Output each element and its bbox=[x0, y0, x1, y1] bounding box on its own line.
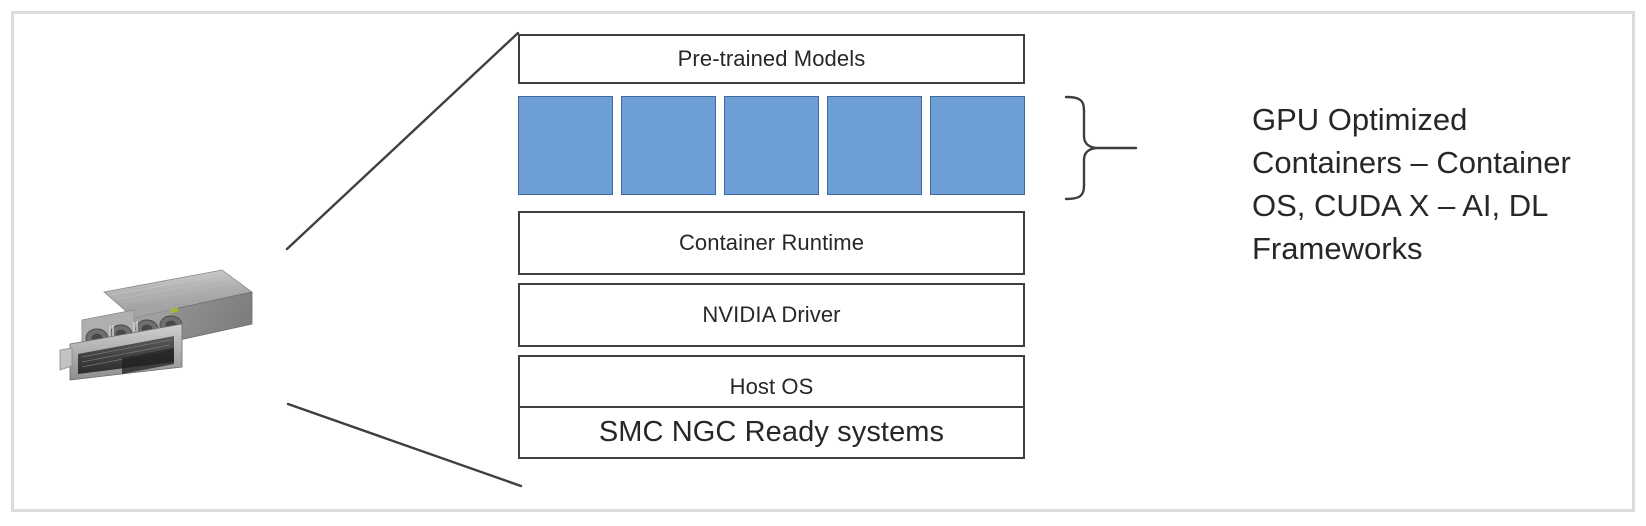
container-square-4[interactable] bbox=[827, 96, 922, 195]
connector-line-top bbox=[285, 31, 520, 251]
server-handle bbox=[59, 347, 73, 371]
annotation-text-block: GPU Optimized Containers – Container OS,… bbox=[1252, 98, 1612, 270]
server-chassis-image bbox=[59, 269, 253, 381]
connector-line-bottom bbox=[286, 402, 523, 488]
annotation-line-2: Containers – Container bbox=[1252, 145, 1571, 180]
stack-box-label: SMC NGC Ready systems bbox=[598, 416, 945, 448]
annotation-line-4: Frameworks bbox=[1252, 231, 1423, 266]
container-square-5[interactable] bbox=[930, 96, 1025, 195]
stack-box-label: Host OS bbox=[729, 374, 814, 399]
stack-box-pre-trained-models[interactable]: Pre-trained Models bbox=[518, 34, 1025, 84]
stack-box-label: Pre-trained Models bbox=[677, 46, 866, 71]
annotation-line-3: OS, CUDA X – AI, DL bbox=[1252, 188, 1549, 223]
container-square-1[interactable] bbox=[518, 96, 613, 195]
curly-brace bbox=[1064, 95, 1138, 201]
annotation-line-1: GPU Optimized bbox=[1252, 102, 1468, 137]
gpu-container-row bbox=[518, 96, 1025, 195]
stack-box-label: Container Runtime bbox=[678, 230, 865, 255]
container-square-3[interactable] bbox=[724, 96, 819, 195]
server-status-led bbox=[170, 307, 179, 313]
stack-box-label: NVIDIA Driver bbox=[702, 302, 841, 327]
stack-box-smc-ngc-ready-systems[interactable]: SMC NGC Ready systems bbox=[518, 406, 1025, 459]
container-square-2[interactable] bbox=[621, 96, 716, 195]
stack-box-container-runtime[interactable]: Container Runtime bbox=[518, 211, 1025, 275]
stack-box-nvidia-driver[interactable]: NVIDIA Driver bbox=[518, 283, 1025, 347]
